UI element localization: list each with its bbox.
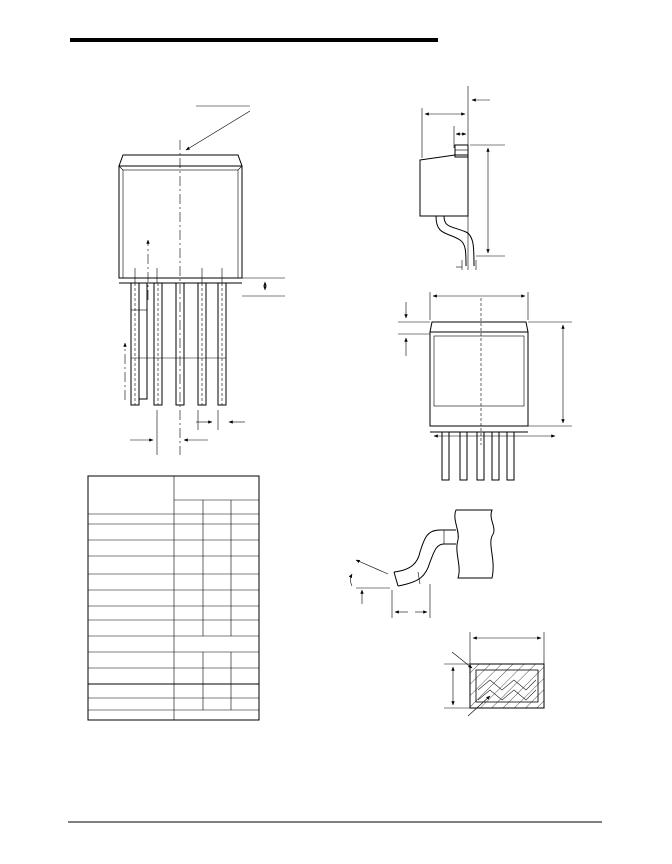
dimension-table bbox=[87, 475, 260, 721]
top-view-leads bbox=[130, 282, 227, 406]
section-detail bbox=[444, 632, 545, 717]
lead-form-detail bbox=[348, 509, 495, 618]
front-view-leads bbox=[441, 431, 515, 481]
front-view bbox=[398, 292, 572, 481]
top-view bbox=[118, 105, 285, 455]
header-rule bbox=[70, 38, 438, 42]
side-view bbox=[419, 86, 505, 270]
